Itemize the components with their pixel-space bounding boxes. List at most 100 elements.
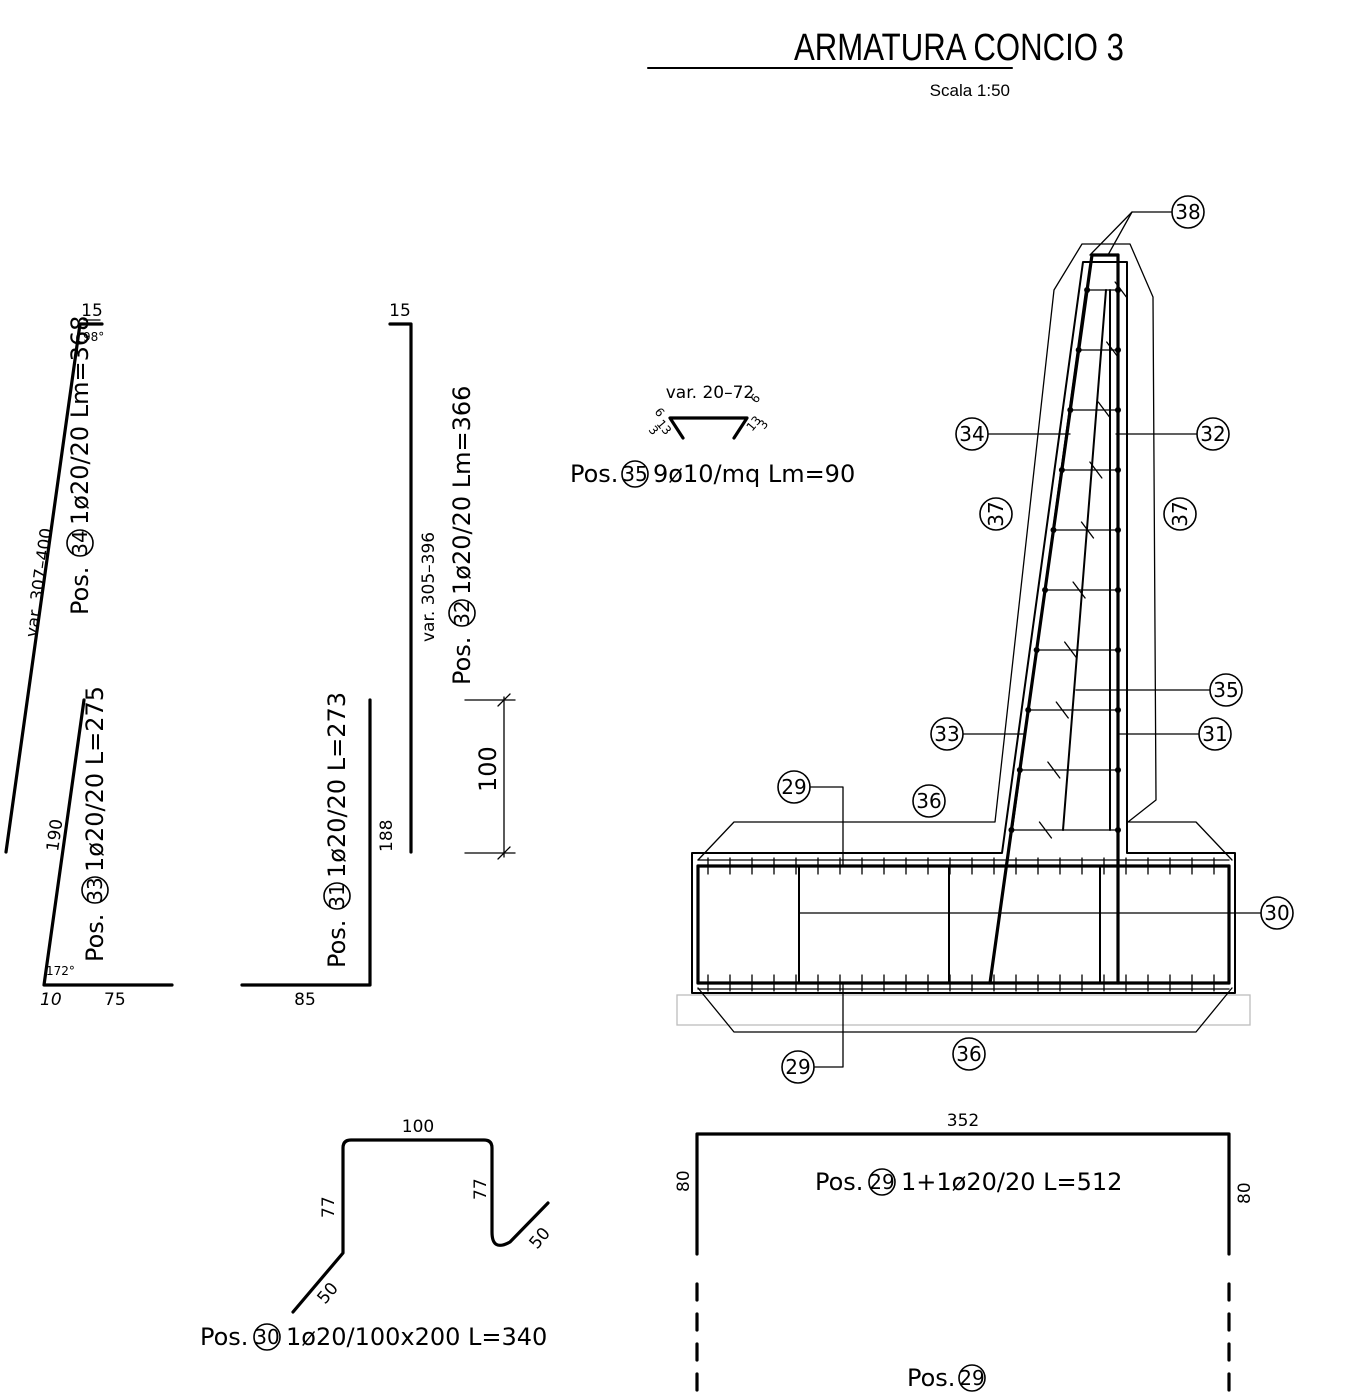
bar-29-line bbox=[695, 1132, 1231, 1256]
concrete-outline bbox=[691, 261, 1236, 994]
bar-34-circle bbox=[66, 529, 94, 557]
bar-35-spec: 9ø10/mq Lm=90 bbox=[653, 460, 855, 488]
bar-29-pos: Pos. bbox=[815, 1168, 863, 1196]
bar-35-line bbox=[668, 416, 749, 440]
section-callouts: 38 34 32 37 37 35 33 31 29 36 30 36 29 bbox=[777, 195, 1294, 1084]
bar-35-var: var. 20–72 bbox=[666, 383, 754, 403]
bar-shape-pos34: 15 98° var. 307–400 Pos. 34 1ø20/20 Lm=3… bbox=[4, 301, 104, 854]
callout-37-left: 37 bbox=[979, 497, 1013, 531]
wall-link-tick bbox=[1097, 401, 1111, 419]
bar-34-top-dim: 15 bbox=[81, 301, 103, 321]
dim-100-value: 100 bbox=[474, 746, 502, 792]
wall-bar-dot bbox=[1067, 407, 1074, 413]
bar-shape-pos31: 85 188 Pos. 31 1ø20/20 L=273 bbox=[240, 692, 397, 1010]
callout-37-left-circle bbox=[979, 497, 1013, 531]
callout-29-bottom-circle bbox=[781, 1050, 815, 1084]
bar-34-pos: Pos. bbox=[66, 567, 94, 615]
wall-bar-dot bbox=[1115, 467, 1121, 473]
wall-bar-dot bbox=[1016, 767, 1023, 773]
wall-link-tick bbox=[1038, 821, 1053, 839]
callout-29-bottom: 29 bbox=[785, 1055, 810, 1079]
bar-29b-label: Pos. 29 bbox=[907, 1364, 986, 1392]
wall-bar-dot bbox=[1115, 767, 1121, 773]
wall-link-tick bbox=[1080, 521, 1095, 539]
wall-bar-dot bbox=[1115, 707, 1121, 713]
callout-32: 32 bbox=[1200, 422, 1225, 446]
bar-32-circle bbox=[448, 599, 476, 627]
bar-32-label: Pos. 32 1ø20/20 Lm=366 bbox=[448, 386, 476, 685]
drawing-title: ARMATURA CONCIO 3 bbox=[794, 27, 1124, 69]
bar-30-circle bbox=[253, 1323, 281, 1351]
cross-section bbox=[676, 211, 1263, 1068]
bar-29b-pos: Pos. bbox=[907, 1364, 955, 1392]
bar-30-right: 77 bbox=[471, 1178, 491, 1200]
bar-33-pos: Pos. bbox=[81, 914, 109, 962]
bar-shape-pos35: var. 20–72 6 13 3 6 13 3 Pos. 35 9ø10/mq… bbox=[570, 383, 855, 488]
bar-shape-pos33: 190 172° 10 75 Pos. 33 1ø20/20 L=275 bbox=[40, 686, 174, 1010]
bar-33-angle: 172° bbox=[46, 964, 75, 978]
bar-29-label: Pos. 29 1+1ø20/20 L=512 bbox=[815, 1168, 1122, 1196]
callout-36-bottom-circle bbox=[952, 1037, 986, 1071]
wall-bar-dot bbox=[1075, 347, 1082, 353]
wall-bar-dot bbox=[1115, 407, 1121, 413]
wall-bar-left-inner bbox=[1011, 289, 1087, 831]
bar-31-len: 188 bbox=[377, 820, 397, 852]
bar-29-left: 80 bbox=[674, 1170, 694, 1192]
wall-link-tick bbox=[1114, 281, 1128, 299]
bar-shape-pos30: 100 77 77 50 50 Pos. 30 1ø20/100x200 L=3… bbox=[200, 1117, 555, 1351]
callout-33-circle bbox=[930, 717, 964, 751]
bar-31-num: 31 bbox=[325, 883, 349, 908]
callout-29-top-circle bbox=[777, 770, 811, 804]
callout-38-circle bbox=[1171, 195, 1205, 229]
wall-bar-dot bbox=[1033, 647, 1040, 653]
callout-34: 34 bbox=[959, 422, 984, 446]
bar-35-leg-f: 3 bbox=[756, 417, 772, 432]
wall-bar-dot bbox=[1084, 287, 1091, 293]
bar-30-left: 77 bbox=[319, 1196, 339, 1218]
bar-29-right: 80 bbox=[1235, 1182, 1255, 1204]
bar-35-circle bbox=[621, 460, 649, 488]
wall-link-tick bbox=[1064, 641, 1078, 659]
bar-32-var: var. 305–396 bbox=[419, 532, 439, 642]
bar-33-base: 75 bbox=[104, 990, 126, 1010]
foundation-ticks bbox=[707, 857, 1215, 992]
wall-link-tick bbox=[1072, 581, 1086, 599]
wall-bar-dot bbox=[1058, 467, 1065, 473]
callout-34-circle bbox=[955, 417, 989, 451]
wall-bar-dot bbox=[1115, 347, 1121, 353]
bar-30-line bbox=[291, 1138, 550, 1314]
wall-bar-dot bbox=[1042, 587, 1049, 593]
bar-30-hook-right: 50 bbox=[526, 1224, 555, 1253]
wall-links bbox=[1008, 281, 1128, 839]
bar-34-num: 34 bbox=[68, 530, 92, 555]
callout-33: 33 bbox=[934, 722, 959, 746]
bar-29-circle bbox=[868, 1168, 896, 1196]
wall-bar-dot bbox=[1115, 527, 1121, 533]
callout-35-circle bbox=[1209, 673, 1243, 707]
bar-34-line bbox=[4, 322, 104, 854]
wall-link-tick bbox=[1089, 461, 1103, 479]
wall-bar-dot bbox=[1115, 647, 1121, 653]
bar-33-circle bbox=[81, 876, 109, 904]
bar-33-line bbox=[42, 698, 174, 987]
dim-100-tick-top bbox=[497, 693, 511, 707]
callout-31-circle bbox=[1198, 717, 1232, 751]
wall-bar-dot bbox=[1025, 707, 1032, 713]
bar-35-label: Pos. 35 9ø10/mq Lm=90 bbox=[570, 460, 855, 488]
callout-31: 31 bbox=[1202, 722, 1227, 746]
callout-37-right: 37 bbox=[1163, 497, 1197, 531]
callout-37-right-circle bbox=[1163, 497, 1197, 531]
bar-29b-circle bbox=[958, 1364, 986, 1392]
bar-31-base: 85 bbox=[294, 990, 316, 1010]
callout-32-circle bbox=[1196, 417, 1230, 451]
bar-32-top-dim: 15 bbox=[389, 301, 411, 321]
wall-bar-35-mid bbox=[1062, 289, 1107, 831]
lean-concrete-outline bbox=[676, 994, 1251, 1026]
bar-34-angle: 98° bbox=[83, 330, 104, 344]
callout-35: 35 bbox=[1213, 678, 1238, 702]
bar-shape-pos29: 352 80 80 Pos. 29 1+1ø20/20 L=512 Pos. 2… bbox=[674, 1111, 1255, 1400]
formwork-outline-top bbox=[697, 243, 1233, 861]
bar-33-hook: 10 bbox=[40, 990, 62, 1010]
callout-38: 38 bbox=[1175, 200, 1200, 224]
